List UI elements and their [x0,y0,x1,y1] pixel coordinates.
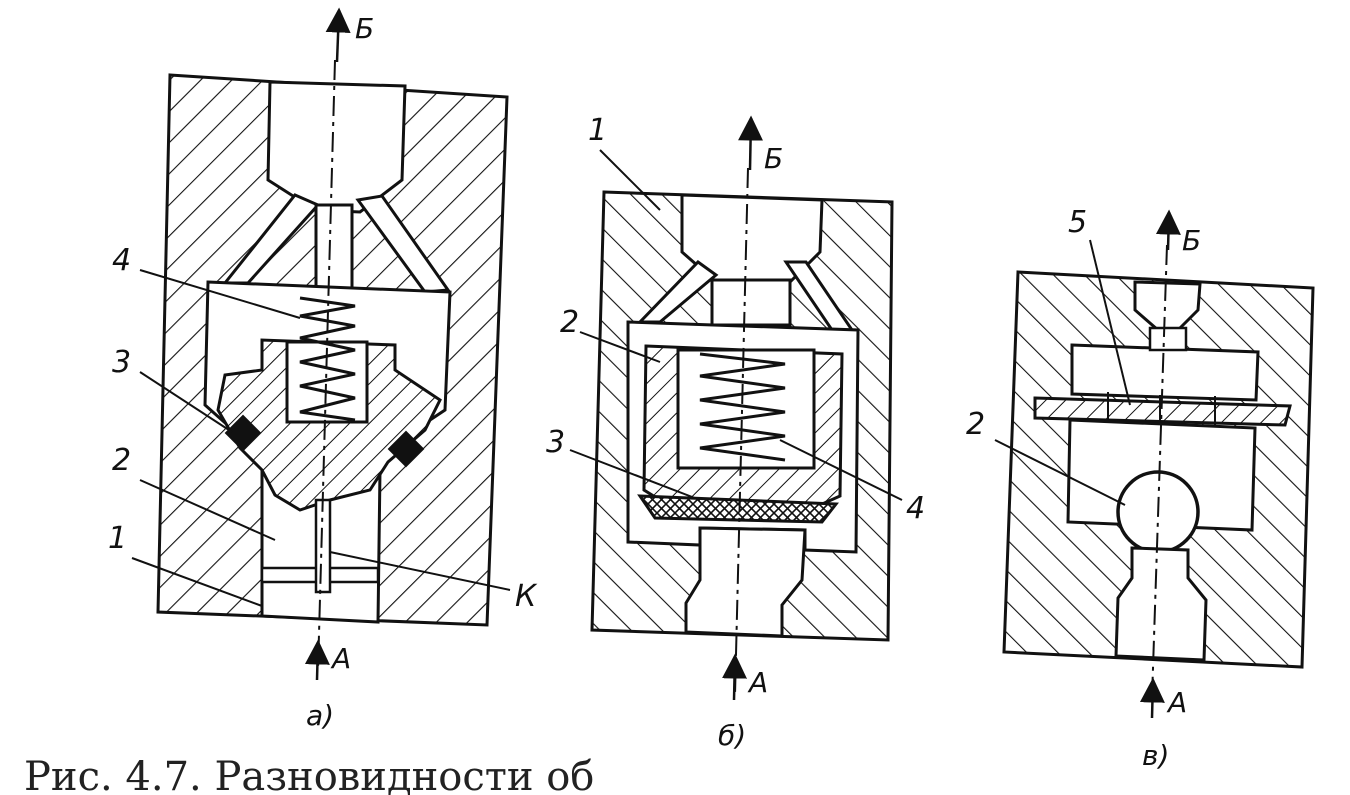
panel-a-flow-out-label: Б [355,12,374,45]
panel-b-piston-pocket [676,348,816,470]
panel-v-flow-out-label: Б [1182,224,1201,257]
figure-caption: Рис. 4.7. Разновидности об [24,754,594,795]
panel-a: Б А 4 3 2 1 К а) [108,7,538,732]
panel-a-part-k-label: К [515,579,538,614]
panel-v-leader-2 [994,439,1126,506]
panel-v-part-5-label: 5 [1068,205,1087,240]
panel-b-arrow-out [738,115,764,171]
panel-v-leader-5 [1089,239,1131,406]
panel-v-arrow-in [1139,677,1165,719]
panel-b-seal [637,494,839,524]
panel-v-flow-in-label: А [1166,686,1187,719]
panel-b-flow-in-label: А [747,666,768,699]
panel-v-axis [1151,244,1168,699]
panel-b-leader-2 [579,331,661,363]
panel-b-part-2-label: 2 [560,305,579,340]
panel-b-leader-4 [779,439,903,501]
panel-b-spring [699,352,786,462]
panel-b-sublabel: б) [718,719,746,752]
panel-a-flow-in-label: А [330,642,351,675]
panel-v-arrow-out [1155,209,1181,251]
panel-b-part-4-label: 4 [906,491,925,526]
panel-a-center-bore [314,203,354,292]
panel-a-outlet-bore [266,80,407,214]
panel-a-leader-3 [139,371,233,433]
panel-a-leader-2 [139,479,276,541]
panel-a-spring-pocket [285,340,369,424]
panel-v-part-2-label: 2 [966,407,985,442]
panel-v-sublabel: в) [1142,739,1169,772]
panel-b-arrow-in [721,653,747,701]
panel-b-part-1-label: 1 [588,113,607,148]
panel-a-seal-left [224,414,262,452]
panel-b-flow-out-label: Б [764,142,783,175]
panel-v-upper-chamber [1070,343,1260,402]
panel-a-leader-4 [139,269,301,319]
panel-a-channel-right [355,194,451,294]
panel-b-axis [734,167,749,696]
panel-a-arrow-in [304,639,330,681]
panel-v: Б А 5 2 в) [966,205,1315,772]
panel-b-inlet-bore [684,526,807,638]
panel-a-part-3-label: 3 [112,345,131,380]
panel-b-leader-1 [599,149,661,211]
panel-a-leader-k [329,551,511,591]
panel-a-sublabel: а) [306,699,334,732]
panel-a-part-2-label: 2 [112,443,131,478]
panel-b: Б А 1 2 3 4 б) [546,113,925,752]
panel-a-part-4-label: 4 [112,243,131,278]
panel-a-stem [314,498,332,594]
panel-b-leader-3 [569,449,701,501]
panel-v-plate [1033,396,1292,427]
panel-a-leader-1 [131,557,263,607]
panel-v-inlet-bore [1114,546,1208,662]
panel-a-part-1-label: 1 [108,521,127,556]
panel-b-part-3-label: 3 [546,425,565,460]
panel-a-axis [317,59,336,671]
panel-b-center-bore [710,278,792,327]
panel-a-arrow-out [325,7,351,63]
panel-a-seal-right [387,430,425,468]
panel-v-upper-neck [1148,326,1188,352]
